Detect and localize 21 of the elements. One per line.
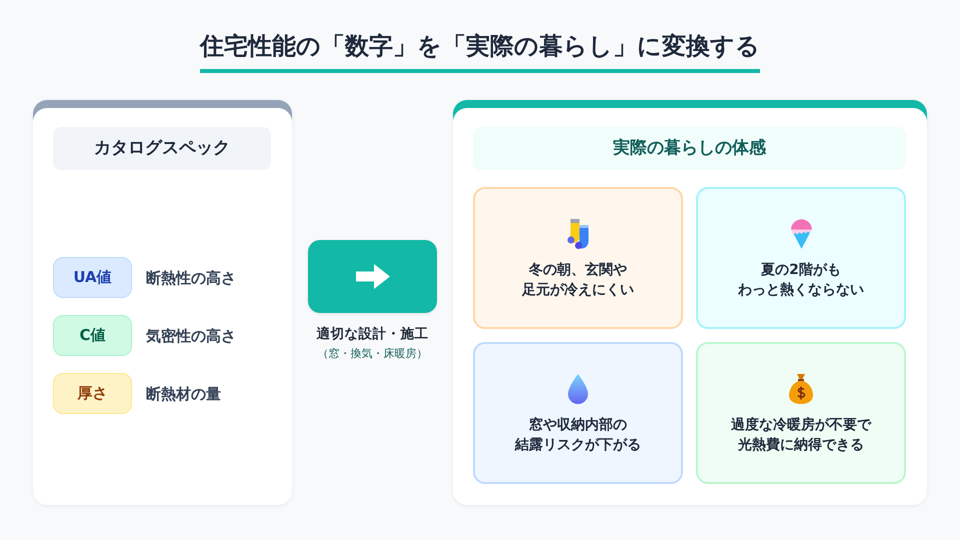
spec-badge: UA値: [53, 257, 132, 298]
spec-label: 気密性の高さ: [146, 326, 236, 346]
card-text: 過度な冷暖房が不要で光熱費に納得できる: [730, 416, 872, 455]
panel-heading: カタログスペック: [53, 127, 271, 170]
spec-badge: 厚さ: [53, 373, 132, 414]
spec-label: 断熱材の量: [146, 384, 221, 404]
panel-heading: 実際の暮らしの体感: [473, 127, 906, 170]
card-text: 夏の2階がもわっと熱くならない: [737, 261, 865, 300]
benefit-card: [473, 187, 683, 329]
spec-label: 断熱性の高さ: [146, 268, 236, 288]
sub-label: （窓・換気・床暖房）: [318, 346, 428, 360]
spec-badge: C値: [53, 315, 132, 356]
benefit-card: [473, 342, 683, 484]
card-text: 冬の朝、玄関や足元が冷えにくい: [520, 260, 635, 300]
benefit-card: [696, 187, 906, 329]
node-label: 適切な設計・施工: [316, 325, 428, 343]
benefit-card: [696, 342, 906, 484]
title: 住宅性能の「数字」を「実際の暮らし」に変換する: [200, 31, 760, 62]
card-text: 窓や収納内部の結露リスクが下がる: [514, 416, 642, 455]
panel-card: [33, 100, 292, 505]
panel-card: [453, 100, 927, 505]
